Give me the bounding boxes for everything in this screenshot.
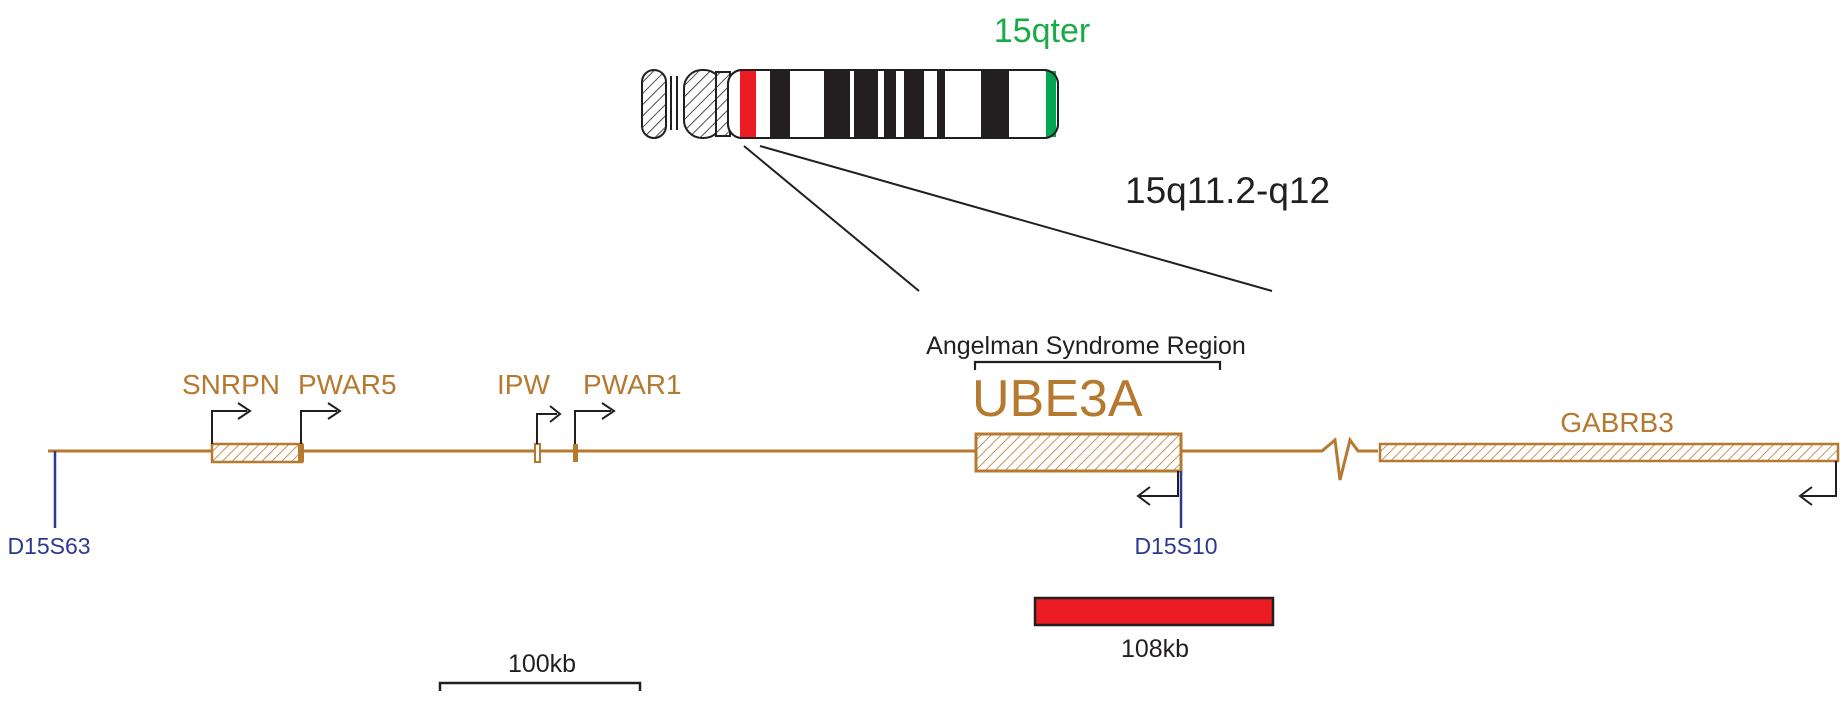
- angelman-region-bracket: Angelman Syndrome Region: [926, 332, 1246, 370]
- band: [904, 71, 924, 137]
- zoom-line-right: [759, 145, 1273, 292]
- break-symbol: [1313, 436, 1378, 481]
- ube3a-promoter-arrow: [1140, 471, 1179, 497]
- pwar5-exon: [298, 444, 304, 462]
- probe-bar: [1033, 596, 1275, 627]
- band: [770, 71, 790, 137]
- ube3a-label: UBE3A: [972, 370, 1143, 428]
- region-band-label: 15q11.2-q12: [1125, 170, 1330, 211]
- band: [884, 71, 896, 137]
- snrpn-promoter-arrow: [211, 410, 247, 444]
- band-15q11: [740, 71, 756, 137]
- zoom-line-left: [743, 145, 920, 292]
- q-arm: [727, 69, 1059, 139]
- band: [824, 71, 850, 137]
- pwar5-promoter-arrow: [300, 410, 337, 444]
- probe-108kb: 108kb: [1033, 596, 1275, 663]
- pwar5-label: PWAR5: [298, 369, 397, 400]
- pwar1-promoter-arrow: [574, 410, 611, 444]
- band: [937, 71, 945, 137]
- band: [854, 71, 878, 137]
- ipw-label: IPW: [497, 369, 550, 400]
- band: [981, 71, 1009, 137]
- gabrb3-promoter-arrow: [1802, 461, 1837, 497]
- snrpn-gene-box: [210, 442, 304, 464]
- gabrb3-label: GABRB3: [1560, 407, 1674, 438]
- pwar1-exon: [573, 444, 578, 462]
- d15s63-label: D15S63: [7, 533, 90, 559]
- gabrb3-gene-box: [1378, 442, 1840, 463]
- scale-label: 100kb: [508, 650, 576, 678]
- band-qter: [1046, 71, 1056, 137]
- angelman-region-label: Angelman Syndrome Region: [926, 332, 1246, 360]
- ube3a-gene-box: [974, 432, 1183, 473]
- ipw-promoter-arrow: [536, 413, 557, 444]
- probe-label: 108kb: [1121, 635, 1189, 663]
- chromosome-ideogram: 15qter: [641, 12, 1090, 139]
- ipw-exon: [534, 443, 541, 463]
- d15s10-label: D15S10: [1134, 533, 1217, 559]
- snrpn-label: SNRPN: [182, 369, 280, 400]
- pwar1-label: PWAR1: [583, 369, 682, 400]
- p-arm-satellite: [641, 69, 667, 139]
- genomic-map: SNRPN PWAR5 IPW PWAR1 UBE3A GABRB3 D15S6…: [7, 369, 1840, 559]
- qter-label: 15qter: [994, 12, 1090, 50]
- scale-bar: 100kb: [438, 650, 642, 691]
